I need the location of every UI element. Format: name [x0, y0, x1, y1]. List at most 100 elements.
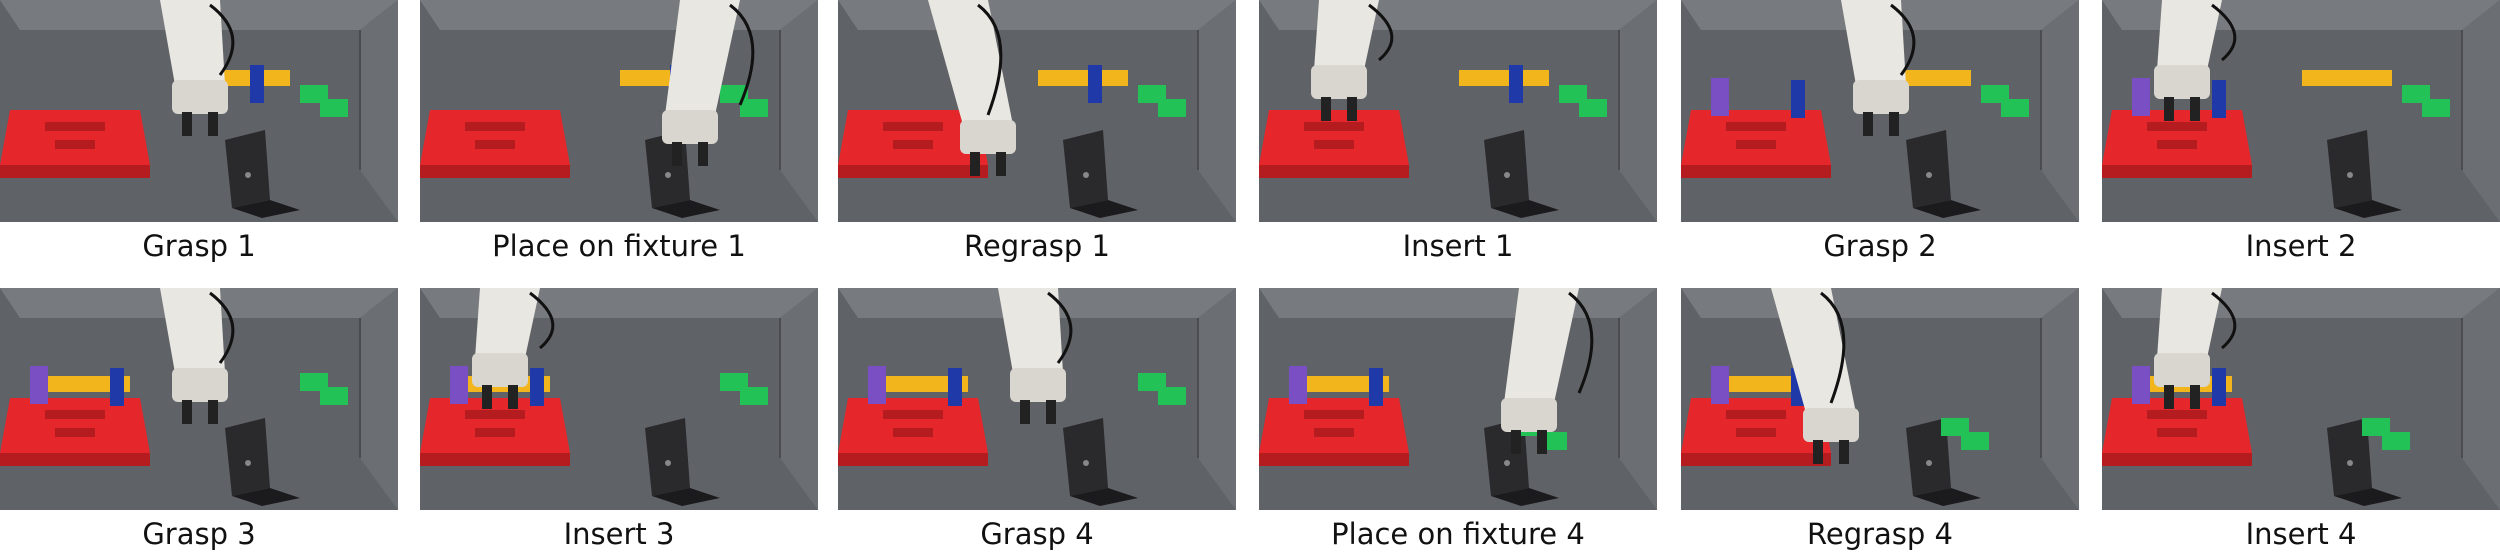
- purple-block: [2132, 366, 2150, 404]
- panel-caption: Grasp 3: [142, 517, 256, 551]
- robot-arm: [160, 288, 235, 424]
- panel-3: Regrasp 1: [838, 0, 1236, 263]
- robot-arm: [472, 288, 555, 409]
- fixture: [1906, 130, 1981, 218]
- green-block: [1981, 85, 2029, 117]
- purple-block: [1711, 78, 1729, 116]
- purple-block: [2132, 78, 2150, 116]
- panel-caption: Regrasp 1: [964, 229, 1110, 263]
- robot-arm: [662, 0, 755, 166]
- panel-5: Grasp 2: [1681, 0, 2079, 263]
- red-board: [420, 398, 570, 466]
- purple-block: [1711, 366, 1729, 404]
- panel-caption: Grasp 4: [980, 517, 1094, 551]
- panel-photo: [838, 0, 1236, 222]
- red-board: [838, 110, 988, 178]
- yellow-block: [2302, 70, 2392, 86]
- fixture: [2327, 130, 2402, 218]
- panel-caption: Place on fixture 4: [1331, 517, 1585, 551]
- green-block: [300, 85, 348, 117]
- robot-arm: [1841, 0, 1916, 136]
- robot-arm: [1501, 288, 1594, 454]
- fixture: [1484, 130, 1559, 218]
- panel-caption: Insert 4: [2245, 517, 2357, 551]
- panel-10: Place on fixture 4: [1259, 288, 1657, 551]
- fixture: [645, 418, 720, 506]
- purple-block: [450, 366, 468, 404]
- green-block: [1941, 418, 1989, 450]
- robot-arm: [160, 0, 235, 136]
- blue-block: [110, 368, 124, 406]
- panel-4: Insert 1: [1259, 0, 1657, 263]
- green-block: [720, 373, 768, 405]
- panel-1: Grasp 1: [0, 0, 398, 263]
- red-board: [420, 110, 570, 178]
- blue-block: [2212, 80, 2226, 118]
- panel-6: Insert 2: [2102, 0, 2500, 263]
- blue-block: [948, 368, 962, 406]
- blue-block: [250, 65, 264, 103]
- panel-photo: [0, 288, 398, 510]
- panel-11: Regrasp 4: [1681, 288, 2079, 551]
- yellow-block: [1289, 376, 1389, 392]
- panel-photo: [0, 0, 398, 222]
- panel-photo: [1681, 0, 2079, 222]
- red-board: [2102, 110, 2252, 178]
- panel-caption: Grasp 1: [142, 229, 256, 263]
- panel-caption: Regrasp 4: [1807, 517, 1953, 551]
- yellow-block: [868, 376, 968, 392]
- panel-caption: Insert 1: [1402, 229, 1514, 263]
- purple-block: [1289, 366, 1307, 404]
- panel-photo: [2102, 0, 2500, 222]
- green-block: [1559, 85, 1607, 117]
- green-block: [2362, 418, 2410, 450]
- panel-photo: [2102, 288, 2500, 510]
- robot-arm: [998, 288, 1073, 424]
- panel-caption: Insert 3: [563, 517, 675, 551]
- yellow-block: [1711, 376, 1811, 392]
- purple-block: [868, 366, 886, 404]
- red-board: [1259, 110, 1409, 178]
- blue-block: [530, 368, 544, 406]
- fixture: [225, 418, 300, 506]
- fixture: [1063, 130, 1138, 218]
- fixture: [1063, 418, 1138, 506]
- green-block: [1138, 85, 1186, 117]
- panel-12: Insert 4: [2102, 288, 2500, 551]
- green-block: [1138, 373, 1186, 405]
- robot-arm: [928, 0, 1016, 176]
- red-board: [838, 398, 988, 466]
- panel-7: Grasp 3: [0, 288, 398, 551]
- green-block: [2402, 85, 2450, 117]
- red-board: [1681, 398, 1831, 466]
- panel-8: Insert 3: [420, 288, 818, 551]
- green-block: [300, 373, 348, 405]
- panel-2: Place on fixture 1: [420, 0, 818, 263]
- red-board: [0, 110, 150, 178]
- blue-block: [1509, 65, 1523, 103]
- blue-block: [1791, 80, 1805, 118]
- fixture: [2327, 418, 2402, 506]
- panel-caption: Grasp 2: [1823, 229, 1937, 263]
- robot-arm: [2154, 0, 2237, 121]
- panel-caption: Insert 2: [2245, 229, 2357, 263]
- panel-photo: [1259, 0, 1657, 222]
- purple-block: [30, 366, 48, 404]
- panel-photo: [420, 288, 818, 510]
- blue-block: [2212, 368, 2226, 406]
- red-board: [2102, 398, 2252, 466]
- green-block: [720, 85, 768, 117]
- red-board: [0, 398, 150, 466]
- fixture: [1906, 418, 1981, 506]
- blue-block: [1088, 65, 1102, 103]
- yellow-block: [1038, 70, 1128, 86]
- panel-photo: [1681, 288, 2079, 510]
- panel-photo: [838, 288, 1236, 510]
- robot-arm: [1771, 288, 1859, 464]
- yellow-block: [30, 376, 130, 392]
- fixture: [225, 130, 300, 218]
- robot-arm: [1311, 0, 1394, 121]
- red-board: [1259, 398, 1409, 466]
- panel-photo: [420, 0, 818, 222]
